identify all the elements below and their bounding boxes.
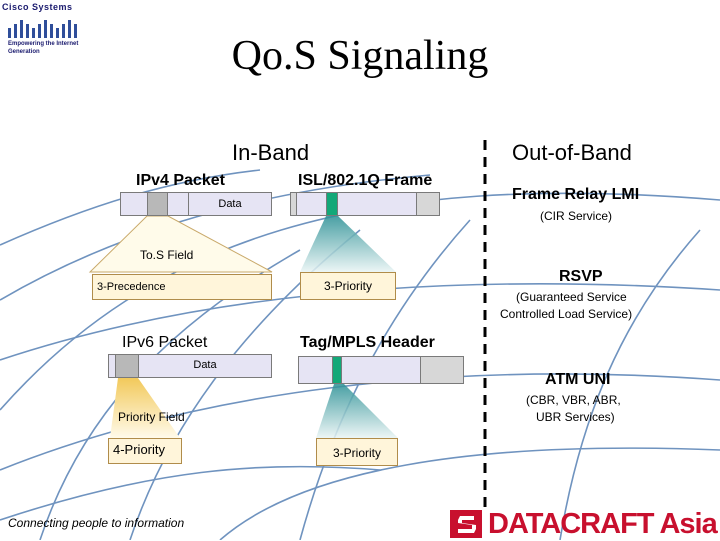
rsvp-detail-2: Controlled Load Service) bbox=[500, 307, 633, 321]
cisco-bridge-icon bbox=[8, 20, 77, 38]
ipv6-data-segment: Data bbox=[138, 354, 272, 378]
ipv4-header-segment bbox=[120, 192, 148, 216]
ipv4-packet: Data bbox=[120, 192, 272, 216]
ipv6-priority-callout bbox=[110, 378, 180, 438]
tos-field-label: To.S Field bbox=[140, 248, 194, 262]
in-band-heading: In-Band bbox=[232, 140, 310, 165]
tos-callout bbox=[88, 215, 273, 273]
datacraft-logo: DATACRAFT Asia bbox=[450, 508, 718, 540]
mpls-label-segment bbox=[298, 356, 333, 384]
isl-trailer-segment bbox=[416, 192, 440, 216]
rsvp-title: RSVP bbox=[559, 268, 603, 285]
ipv4-data-segment: Data bbox=[188, 192, 272, 216]
mpls-priority-box: 3-Priority bbox=[316, 438, 398, 466]
footer-tagline: Connecting people to information bbox=[8, 516, 185, 530]
tos-precedence-box: 3-Precedence bbox=[92, 274, 272, 300]
isl-tag-segment bbox=[296, 192, 327, 216]
ipv4-tos-segment bbox=[147, 192, 168, 216]
ipv6-priority-box: 4-Priority bbox=[108, 438, 182, 464]
datacraft-wordmark: DATACRAFT Asia bbox=[488, 508, 718, 540]
ipv4-header-segment-2 bbox=[167, 192, 189, 216]
cisco-logo-text: Cisco Systems bbox=[2, 2, 73, 12]
cisco-logo: Cisco Systems Empowering the Internet Ge… bbox=[2, 2, 86, 62]
mpls-priority-callout bbox=[316, 384, 398, 438]
frame-relay-detail: (CIR Service) bbox=[540, 209, 613, 223]
isl-frame-label: ISL/802.1Q Frame bbox=[298, 172, 433, 189]
ipv6-packet: Data bbox=[108, 354, 272, 378]
priority-field-label: Priority Field bbox=[118, 410, 185, 424]
atm-uni-title: ATM UNI bbox=[545, 371, 611, 388]
atm-uni-detail-1: (CBR, VBR, ABR, bbox=[526, 393, 621, 407]
atm-uni-detail-2: UBR Services) bbox=[536, 410, 615, 424]
slide-title: Qo.S Signaling bbox=[231, 33, 489, 79]
frame-relay-title: Frame Relay LMI bbox=[512, 186, 640, 203]
isl-payload-segment bbox=[337, 192, 417, 216]
isl-frame bbox=[290, 192, 440, 216]
datacraft-s-icon bbox=[450, 510, 482, 538]
tag-mpls-header bbox=[298, 356, 464, 384]
tag-mpls-label: Tag/MPLS Header bbox=[300, 334, 435, 351]
isl-priority-callout bbox=[300, 216, 396, 272]
mpls-payload-segment bbox=[341, 356, 421, 384]
cisco-tagline: Empowering the Internet Generation bbox=[8, 41, 79, 55]
ipv4-packet-label: IPv4 Packet bbox=[136, 172, 225, 189]
rsvp-detail-1: (Guaranteed Service bbox=[516, 290, 627, 304]
ipv6-packet-label: IPv6 Packet bbox=[122, 334, 208, 351]
isl-priority-box: 3-Priority bbox=[300, 272, 396, 300]
out-of-band-heading: Out-of-Band bbox=[512, 140, 632, 165]
mpls-trailer-segment bbox=[420, 356, 464, 384]
ipv6-traffic-class-segment bbox=[115, 354, 139, 378]
